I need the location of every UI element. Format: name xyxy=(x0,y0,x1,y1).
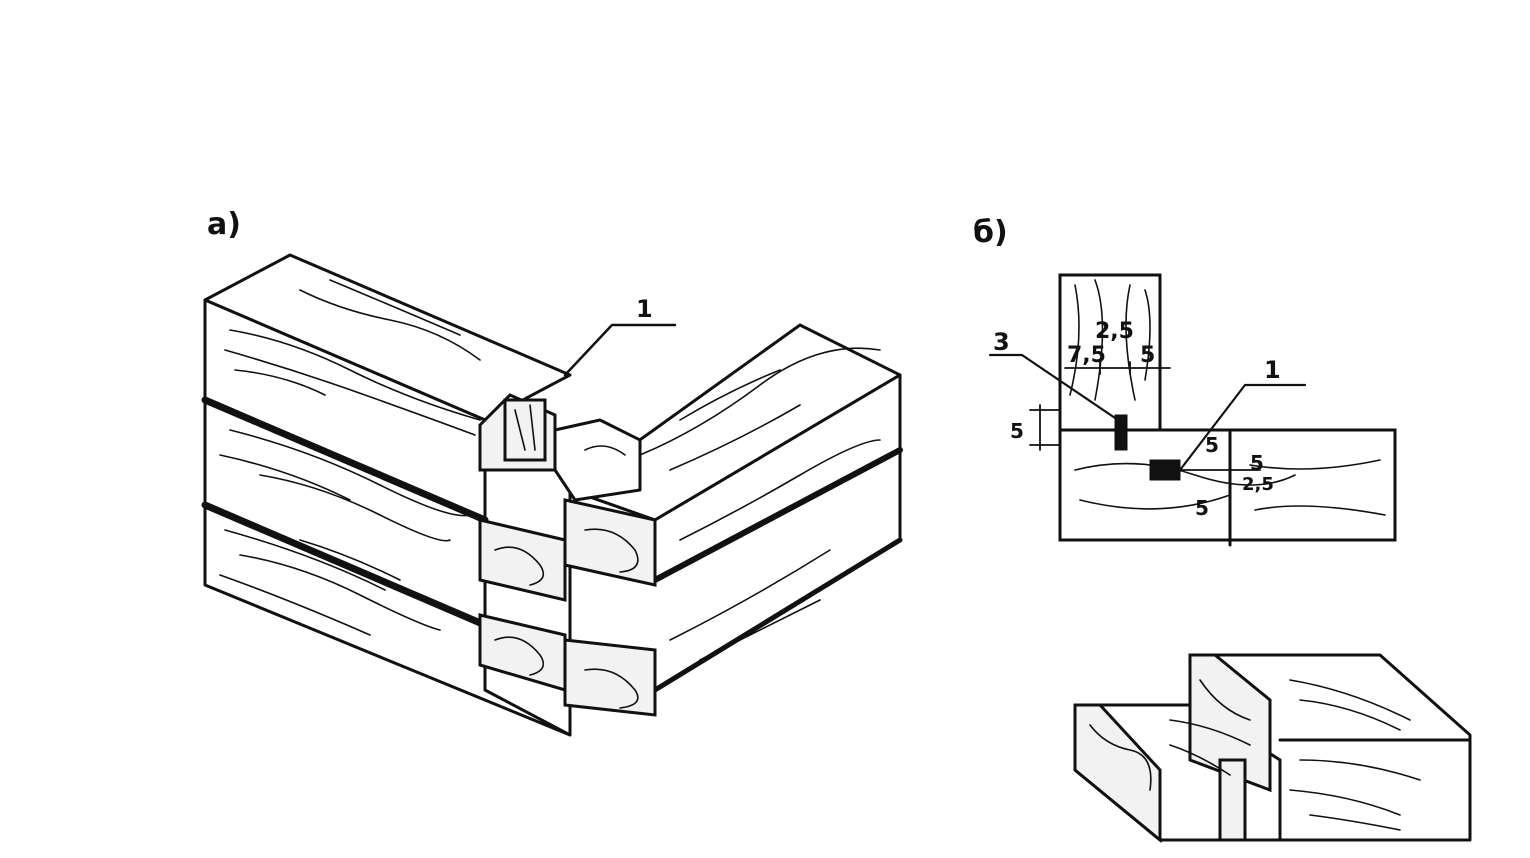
dimension-7-5: 7,5 xyxy=(1067,343,1106,368)
dimension-5-left: 5 xyxy=(1010,419,1024,443)
figure-b-callout-3: 3 xyxy=(993,328,1010,356)
callout-1b-leader xyxy=(1178,383,1307,472)
callout-1-leader xyxy=(563,323,677,377)
figure-b-callout-1: 1 xyxy=(1264,356,1281,384)
wood-grain-left xyxy=(219,279,481,636)
figure-b-plan xyxy=(988,273,1397,547)
left-wall-beams xyxy=(201,253,572,737)
end-grain-blocks xyxy=(478,498,657,717)
figure-a-drawing xyxy=(201,253,903,737)
figure-b-label: б) xyxy=(973,215,1008,250)
callout-3-leader xyxy=(988,353,1120,422)
dimension-2-5-top: 2,5 xyxy=(1095,319,1134,344)
dimension-2-5-right: 2,5 xyxy=(1242,474,1274,495)
key-dowel xyxy=(478,393,642,502)
figure-b-iso-detail xyxy=(1073,653,1472,844)
wood-grain-right xyxy=(639,347,881,661)
figure-a-label: а) xyxy=(207,207,241,242)
figure-a-callout-1: 1 xyxy=(636,295,653,323)
dimension-5-c: 5 xyxy=(1195,496,1209,520)
dimension-5-b: 5 xyxy=(1250,451,1264,475)
dimension-5-a: 5 xyxy=(1205,433,1219,457)
dimension-5-top: 5 xyxy=(1140,343,1155,368)
